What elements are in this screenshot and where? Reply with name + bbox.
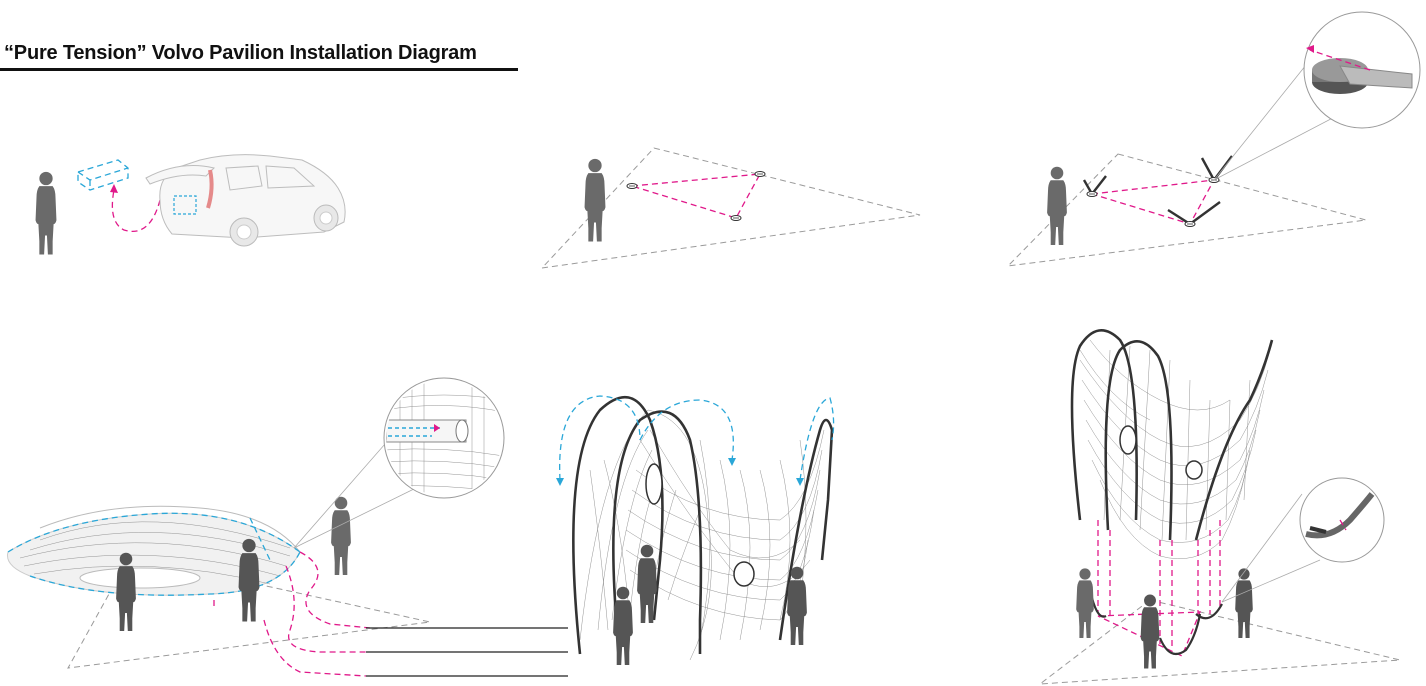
base-triangle-path [631, 173, 762, 219]
anchor-point [730, 215, 742, 221]
anchor-point [1184, 221, 1196, 227]
membrane-opening [1185, 460, 1203, 480]
flip-arc [639, 399, 734, 461]
flip-arc [559, 395, 641, 481]
person-figure [35, 171, 57, 255]
diagram-title: “Pure Tension” Volvo Pavilion Installati… [0, 42, 518, 71]
anchor-point [754, 171, 766, 177]
step-2-set-base-points [540, 147, 921, 269]
folded-membrane [6, 505, 301, 596]
detail-arrow [1309, 49, 1371, 71]
membrane-opening [645, 463, 663, 505]
ground-plane [67, 555, 431, 669]
anchor-point [1086, 191, 1098, 197]
lift-arrow-path [111, 189, 161, 232]
anchor-point [626, 183, 638, 189]
connector-detail [1312, 58, 1413, 94]
pull-path [299, 551, 371, 629]
lift-arrow-head [110, 184, 118, 193]
package-box-outline [77, 159, 129, 191]
car [145, 154, 346, 247]
rod-bundle [366, 627, 568, 677]
person-figure [584, 158, 606, 242]
flip-arc [799, 397, 835, 481]
ground-plane [1038, 599, 1401, 685]
arch-frame [1070, 329, 1274, 541]
person-figure [1235, 568, 1253, 638]
base-triangle-path [1091, 179, 1216, 225]
step-1-unload-car [35, 154, 346, 255]
step-3-attach-rods [1006, 11, 1421, 267]
step-6-anchor-frames [1038, 329, 1401, 685]
step-4-unfold-membrane [6, 377, 568, 677]
pull-path [285, 565, 368, 653]
person-figure [331, 496, 351, 575]
person-figure [1047, 166, 1067, 245]
detail-callout-circle [1299, 477, 1385, 563]
person-figure [1140, 594, 1160, 669]
membrane-opening [1119, 425, 1137, 455]
joint-detail [1305, 492, 1375, 539]
pull-path [263, 619, 367, 677]
membrane-mesh [579, 409, 825, 661]
person-figure [1076, 568, 1094, 638]
ground-plane [540, 147, 921, 269]
step-5-flip-frames [556, 395, 835, 665]
rod-segments [1082, 155, 1233, 226]
membrane-opening [733, 561, 755, 587]
